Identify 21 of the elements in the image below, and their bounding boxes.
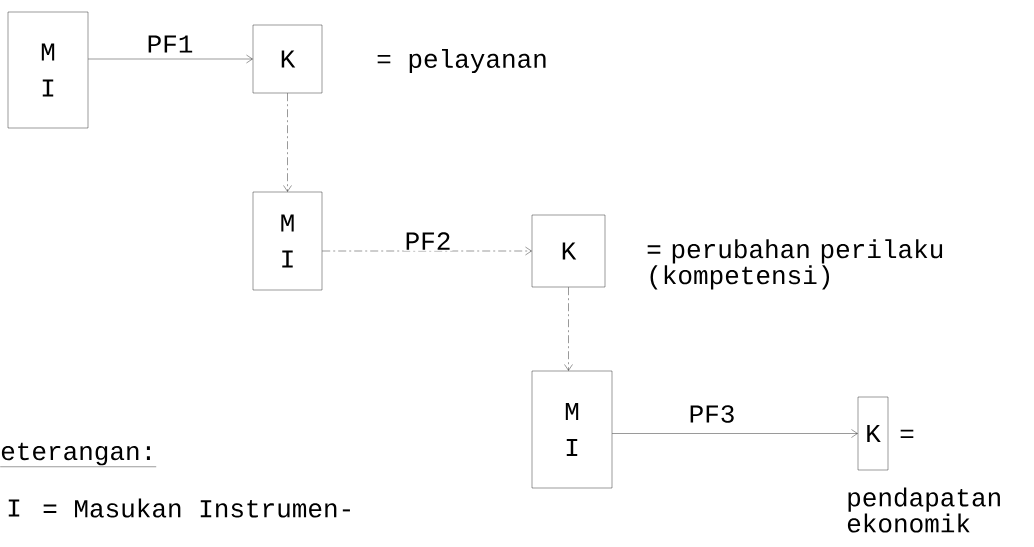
flow-box: M I	[531, 370, 613, 489]
result-note: = pelayanan	[377, 48, 546, 74]
edge-label: PF3	[690, 405, 734, 423]
result-note: pendapatan ekonomik	[847, 487, 1000, 533]
arrow	[564, 287, 573, 371]
edge-label: PF2	[406, 232, 450, 250]
legend-text: = Masukan Instrumen-	[43, 498, 350, 518]
edge-label: PF1	[148, 35, 193, 53]
legend-text: eterangan:	[0, 442, 157, 467]
result-box: K	[252, 24, 323, 94]
result-note: = perubahan perilaku (kompetensi)	[647, 239, 943, 290]
arrow	[88, 54, 253, 64]
legend-text: I	[8, 499, 20, 517]
arrow	[283, 93, 292, 192]
flow-box: M I	[7, 11, 89, 129]
arrow	[612, 429, 858, 438]
flow-box: M I	[252, 191, 323, 291]
result-note: =	[900, 429, 914, 438]
arrow	[322, 246, 532, 256]
result-box: K	[531, 214, 606, 288]
result-box: K	[857, 396, 889, 471]
